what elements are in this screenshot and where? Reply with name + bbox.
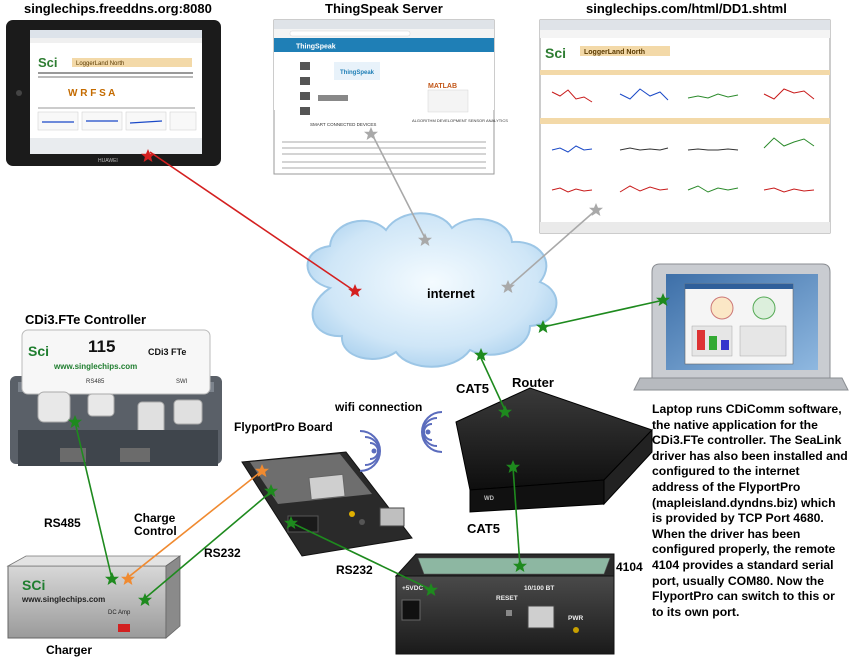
internet-cloud (306, 212, 558, 368)
connection-lines (74, 133, 665, 601)
box-reset-label: RESET (496, 595, 518, 602)
device-4104-label: 4104 (616, 560, 643, 574)
link-tablet-internet (149, 151, 357, 293)
router-device: WD (455, 387, 653, 513)
dashboard-url-label: singlechips.com/html/DD1.shtml (586, 1, 787, 16)
rs232-right-label: RS232 (336, 563, 373, 577)
charger-label: Charger (46, 643, 93, 657)
thingspeak-matlab-label: MATLAB (428, 83, 457, 90)
controller-sci-logo: Sci (28, 343, 49, 359)
controller-swi-label: SWI (176, 379, 188, 385)
router-logo: WD (484, 496, 495, 502)
rs485-label: RS485 (44, 516, 81, 530)
cat5-lower-label: CAT5 (467, 521, 500, 536)
charger-dc-amp-label: DC Amp (108, 610, 131, 616)
thingspeak-logo-small: ThingSpeak (340, 70, 375, 76)
laptop-description: Laptop runs CDiComm software, the native… (652, 402, 848, 619)
charger-sci-logo: SCi (22, 577, 45, 593)
tablet-brand: HUAWEI (98, 158, 118, 164)
tablet-sci-logo: Sci (38, 55, 58, 70)
wifi-signal-icon-left (359, 430, 381, 472)
link-rs232-left (142, 490, 273, 601)
laptop-device (633, 263, 849, 391)
charger-led-indicator (118, 624, 130, 632)
link-thingspeak-internet (371, 133, 428, 243)
charger-website: www.singlechips.com (21, 595, 105, 604)
box-ethernet-port (527, 605, 555, 629)
controller-website: www.singlechips.com (53, 362, 137, 371)
tablet-wrfsa: W R F S A (68, 88, 115, 99)
link-internet-router (479, 355, 506, 411)
link-router-4104 (512, 466, 521, 567)
thingspeak-caption2: ALGORITHM DEVELOPMENT SENSOR ANALYTICS (412, 118, 508, 123)
flyport-wifi-module (308, 473, 346, 501)
link-rs485 (74, 421, 113, 580)
laptop-keyboard-base (633, 377, 849, 391)
controller-label: CDi3.FTe Controller (25, 312, 147, 327)
box-5vdc-label: +5VDC (402, 585, 423, 592)
internet-label: internet (427, 286, 475, 301)
dashboard-sci-logo: Sci (545, 45, 566, 61)
tablet-camera-icon (16, 90, 22, 96)
device-4104-box: +5VDC RESET 10/100 BT PWR (394, 553, 615, 655)
controller-model: CDi3 FTe (148, 347, 186, 357)
rs232-left-label: RS232 (204, 546, 241, 560)
thingspeak-header-logo: ThingSpeak (296, 44, 336, 51)
flyport-board-label: FlyportPro Board (234, 420, 333, 434)
charger-device: SCi www.singlechips.com DC Amp (6, 555, 182, 639)
link-rs232-right (291, 522, 433, 591)
thingspeak-header-bar (274, 38, 494, 52)
tablet-screen (30, 30, 202, 154)
thingspeak-caption: SMART CONNECTED DEVICES (310, 122, 376, 127)
controller-rs485-label: RS485 (86, 379, 105, 385)
dashboard-mini-charts (551, 88, 815, 193)
charge-control-label: Charge Control (134, 511, 177, 538)
wifi-connection-label: wifi connection (335, 400, 423, 414)
flyportpro-board (241, 451, 413, 557)
box-lan-label: 10/100 BT (524, 585, 554, 592)
tablet-url-label: singlechips.freeddns.org:8080 (24, 1, 212, 16)
link-charge-control (125, 469, 264, 580)
thingspeak-browser-window: ThingSpeak ThingSpeak MATLAB SMART CONNE… (273, 19, 508, 175)
cat5-upper-label: CAT5 (456, 381, 489, 396)
dashboard-browser-window: Sci LoggerLand North (539, 19, 831, 234)
tablet-device: Sci LoggerLand North W R F S A HUAWEI (6, 20, 221, 166)
box-pwr-label: PWR (568, 615, 583, 622)
cdi3-controller-device: Sci 115 CDi3 FTe www.singlechips.com RS4… (10, 329, 222, 466)
flyport-ethernet-port (379, 507, 405, 527)
wifi-signal-icon-right (421, 411, 443, 453)
thingspeak-server-label: ThingSpeak Server (325, 1, 443, 16)
controller-number: 115 (88, 337, 115, 356)
dashboard-site-title: LoggerLand North (584, 49, 645, 56)
link-dashboard-internet (504, 209, 597, 291)
router-label: Router (512, 375, 554, 390)
link-laptop-internet (542, 299, 665, 328)
tablet-site-title: LoggerLand North (76, 61, 124, 67)
